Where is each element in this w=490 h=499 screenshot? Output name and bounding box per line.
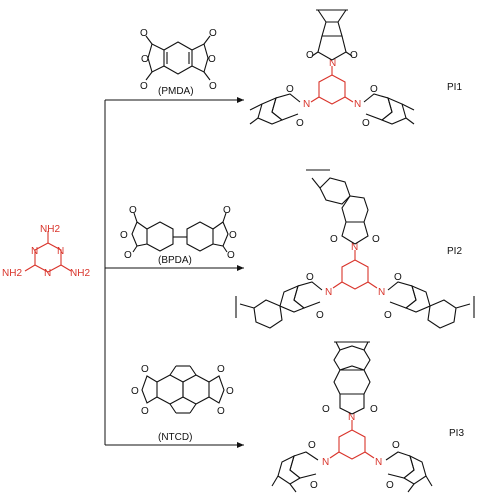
- pi2-o3: O: [306, 272, 314, 283]
- pi3-o3: O: [308, 440, 316, 451]
- reaction-arrows: [104, 97, 244, 448]
- pmda-o3: O: [141, 54, 149, 65]
- pi1-imide-n-right: N: [354, 99, 361, 110]
- pi2-imide-n-top: N: [351, 242, 358, 253]
- ntcd-o6: O: [217, 406, 225, 417]
- pi3-o1: O: [322, 404, 330, 415]
- ntcd-o3: O: [141, 406, 149, 417]
- pi1-imide-n-top: N: [329, 58, 336, 69]
- pi3-imide-n-right: N: [375, 457, 382, 468]
- ntcd-o2: O: [131, 386, 139, 397]
- pmda-structure: O O O O O O: [140, 28, 217, 92]
- pi2-o1: O: [330, 234, 338, 245]
- pi2-o4: O: [316, 310, 324, 321]
- ntcd-label: (NTCD): [158, 432, 192, 443]
- pi1-o6: O: [362, 118, 370, 129]
- pi1-label: PI1: [447, 82, 462, 93]
- pmda-o5: O: [209, 81, 217, 92]
- melamine-nh2-left: NH2: [2, 268, 22, 279]
- pmda-o6: O: [208, 54, 216, 65]
- melamine-ring-n1: N: [57, 246, 64, 257]
- melamine-ring-n3: N: [44, 268, 51, 279]
- pi1-o1: O: [306, 50, 314, 61]
- pi2-o2: O: [372, 234, 380, 245]
- pi3-structure: N N N O O O O O O: [271, 341, 433, 493]
- pi3-o5: O: [392, 440, 400, 451]
- ntcd-o4: O: [217, 364, 225, 375]
- pmda-o4: O: [209, 28, 217, 39]
- pi3-o2: O: [370, 404, 378, 415]
- melamine-nh2-right: NH2: [70, 268, 90, 279]
- bpda-o4: O: [223, 205, 231, 216]
- pi3-label: PI3: [449, 428, 464, 439]
- pi3-imide-n-left: N: [322, 457, 329, 468]
- bpda-o2: O: [120, 230, 128, 241]
- melamine-ring-n2: N: [31, 246, 38, 257]
- ntcd-o5: O: [226, 386, 234, 397]
- pi2-o6: O: [384, 310, 392, 321]
- pi1-structure: N N N O O O O O O: [249, 9, 415, 129]
- bpda-structure: O O O O O O: [120, 205, 237, 261]
- melamine-nh2-top: NH2: [40, 224, 60, 235]
- pi2-o5: O: [394, 272, 402, 283]
- pi2-imide-n-right: N: [378, 287, 385, 298]
- bpda-o1: O: [129, 205, 137, 216]
- pi1-imide-n-left: N: [303, 99, 310, 110]
- bpda-o5: O: [229, 230, 237, 241]
- ntcd-o1: O: [141, 364, 149, 375]
- pi3-o4: O: [310, 480, 318, 491]
- pi2-structure: N N N O O O O O O: [235, 169, 475, 329]
- pi1-o4: O: [296, 118, 304, 129]
- pi1-o2: O: [350, 50, 358, 61]
- pi2-label: PI2: [447, 246, 462, 257]
- pmda-label: (PMDA): [158, 86, 194, 97]
- pmda-o2: O: [140, 81, 148, 92]
- pi1-o5: O: [370, 84, 378, 95]
- bpda-label: (BPDA): [158, 255, 192, 266]
- pi2-imide-n-left: N: [325, 287, 332, 298]
- pmda-o1: O: [140, 28, 148, 39]
- pi1-o3: O: [286, 84, 294, 95]
- pi3-o6: O: [386, 480, 394, 491]
- ntcd-structure: O O O O O O: [131, 364, 234, 417]
- melamine-structure: NH2 NH2 NH2 N N N: [2, 224, 90, 279]
- bpda-o6: O: [227, 250, 235, 261]
- pi3-imide-n-top: N: [348, 412, 355, 423]
- bpda-o3: O: [124, 250, 132, 261]
